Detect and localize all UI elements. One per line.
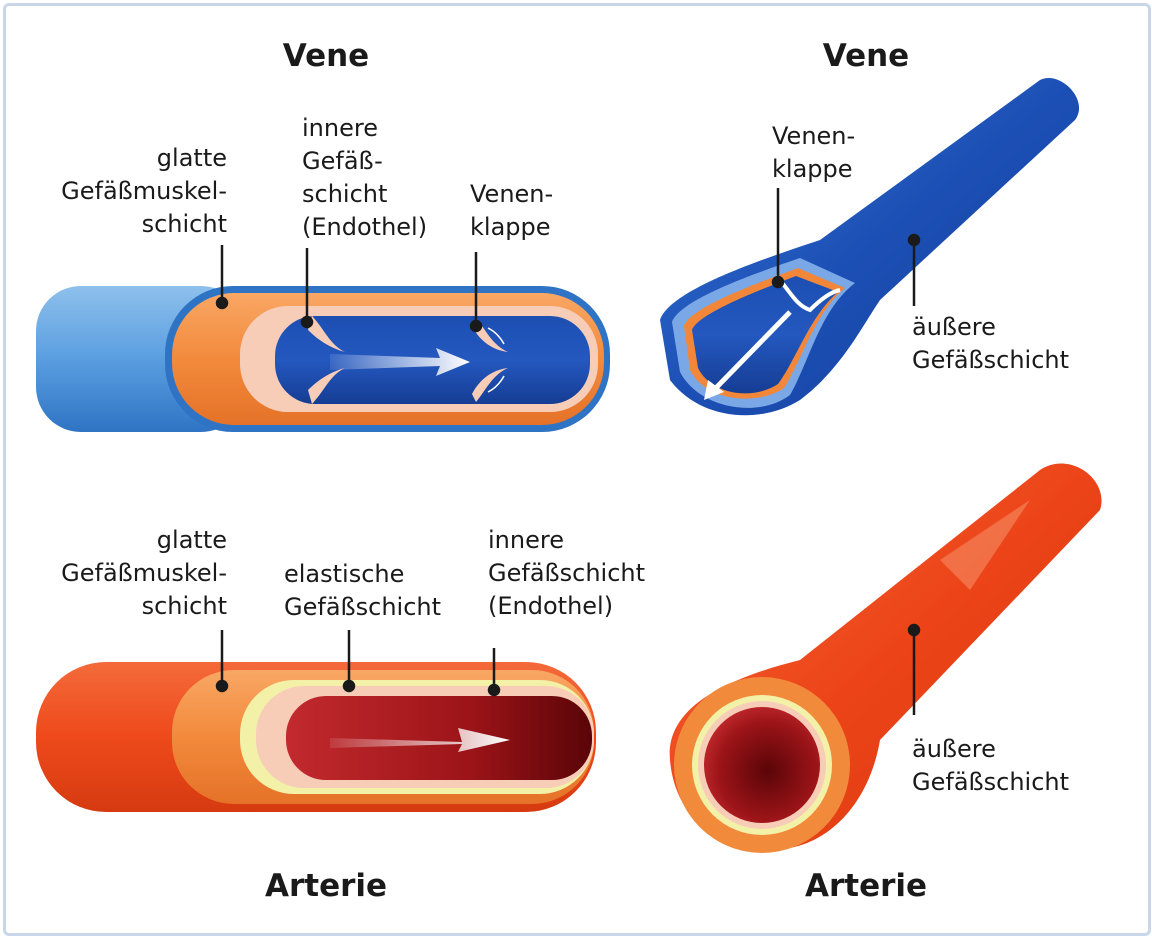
label-vein-outer-layer: äußere Gefäßschicht <box>912 311 1069 377</box>
vein-tube-arrow <box>710 310 792 394</box>
label-artery-elastic-layer: elastische Gefäßschicht <box>284 558 441 624</box>
label-line: innere <box>488 526 564 554</box>
label-artery-smooth-muscle: glatte Gefäßmuskel- schicht <box>61 524 227 623</box>
title-artery-right: Arterie <box>804 868 928 904</box>
vein-tube-arrowhead <box>704 380 724 400</box>
artery-section <box>36 662 596 812</box>
label-vein-smooth-muscle: glatte Gefäßmuskel- schicht <box>61 142 227 241</box>
label-line: schicht <box>302 180 388 208</box>
label-line: glatte <box>156 144 227 172</box>
label-line: (Endothel) <box>488 592 614 620</box>
vein-valve-right-bottom <box>472 368 508 402</box>
vein-valve-left-bottom <box>308 368 345 404</box>
label-line: Gefäßmuskel- <box>61 177 227 205</box>
leader-lines <box>215 188 921 715</box>
artery-tube <box>669 463 1102 853</box>
vein-flow-arrow-small <box>487 327 505 345</box>
label-line: schicht <box>141 592 227 620</box>
label-line: Gefäß- <box>302 147 383 175</box>
label-line: Venen- <box>470 180 554 208</box>
label-line: elastische <box>284 560 405 588</box>
title-vein-right: Vene <box>822 38 910 74</box>
label-artery-outer-layer: äußere Gefäßschicht <box>912 733 1069 799</box>
vein-tube-valve <box>774 274 841 313</box>
artery-lumen-hole <box>704 707 820 823</box>
label-line: Gefäßschicht <box>912 346 1070 374</box>
label-line: äußere <box>912 735 996 763</box>
label-line: (Endothel) <box>302 213 428 241</box>
vein-flow-arrow <box>330 348 470 376</box>
outer-frame <box>3 3 1151 936</box>
label-artery-inner-layer: innere Gefäßschicht (Endothel) <box>488 524 645 623</box>
label-vein-inner-layer: innere Gefäß- schicht (Endothel) <box>302 112 427 244</box>
vein-section <box>36 286 610 432</box>
vein-valve-left-top <box>308 316 345 352</box>
label-vein-valve-left: Venen- klappe <box>470 178 553 244</box>
vein-flow-arrow-small <box>487 375 505 393</box>
label-line: Gefäßschicht <box>284 593 442 621</box>
label-line: Gefäßschicht <box>488 559 646 587</box>
label-line: innere <box>302 114 378 142</box>
label-line: Gefäßmuskel- <box>61 559 227 587</box>
label-line: klappe <box>470 213 551 241</box>
label-line: schicht <box>141 210 227 238</box>
vein-tube <box>660 78 1080 416</box>
title-artery-left: Arterie <box>264 868 388 904</box>
label-line: glatte <box>156 526 227 554</box>
artery-flow-arrow <box>330 728 510 752</box>
artery-highlight <box>940 500 1030 590</box>
label-line: Gefäßschicht <box>912 768 1070 796</box>
label-line: äußere <box>912 313 996 341</box>
label-line: Venen- <box>772 122 856 150</box>
label-vein-valve-right: Venen- klappe <box>772 120 855 186</box>
title-vein-left: Vene <box>282 38 370 74</box>
artery-lumen <box>286 696 592 780</box>
label-line: klappe <box>772 155 853 183</box>
